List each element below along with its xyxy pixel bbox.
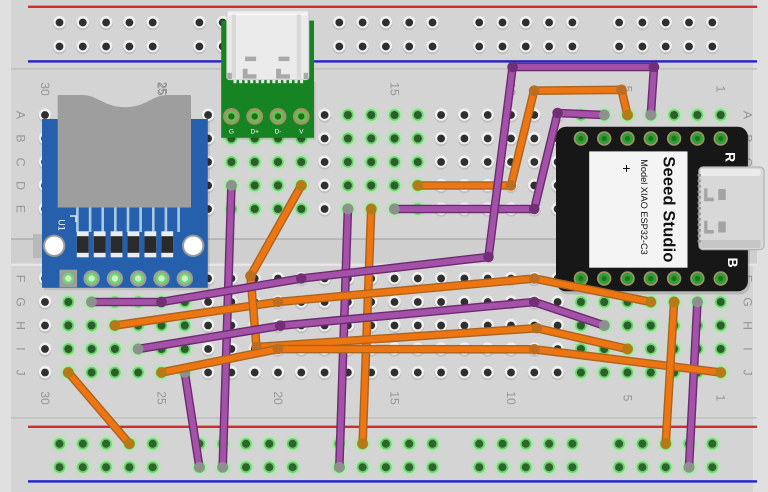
svg-text:25: 25 [155,391,169,405]
svg-text:25: 25 [155,82,169,96]
svg-text:J: J [741,369,755,375]
svg-text:A: A [14,111,28,120]
svg-text:D-: D- [275,128,282,135]
svg-text:H: H [14,321,28,330]
svg-text:B: B [725,257,741,267]
svg-text:D+: D+ [250,128,259,135]
svg-text:A: A [741,111,755,120]
svg-text:C: C [14,158,28,167]
svg-text:Seeed Studio: Seeed Studio [660,156,678,262]
svg-text:15: 15 [388,82,402,96]
svg-text:20: 20 [271,391,285,405]
svg-text:J: J [14,369,28,375]
svg-text:25: 25 [156,82,168,95]
svg-text:U1: U1 [57,219,67,231]
svg-text:30: 30 [38,391,52,405]
svg-text:R: R [723,152,739,162]
svg-text:1: 1 [714,86,728,93]
svg-text:G: G [741,297,755,306]
svg-text:I: I [741,347,755,350]
svg-text:+: + [619,164,635,172]
svg-text:V: V [299,128,304,135]
svg-text:I: I [14,347,28,350]
svg-text:B: B [14,134,28,142]
svg-text:5: 5 [621,395,635,402]
svg-text:G: G [229,128,234,135]
svg-text:F: F [14,275,28,282]
svg-text:15: 15 [388,391,402,405]
svg-text:30: 30 [38,82,52,96]
svg-text:5: 5 [621,86,635,93]
svg-text:H: H [741,321,755,330]
svg-text:G: G [14,297,28,306]
svg-text:Model XIAO ESP32-C3: Model XIAO ESP32-C3 [639,159,649,255]
svg-text:10: 10 [504,391,518,405]
svg-text:D: D [14,181,28,190]
svg-text:E: E [14,205,28,213]
svg-text:1: 1 [714,395,728,402]
